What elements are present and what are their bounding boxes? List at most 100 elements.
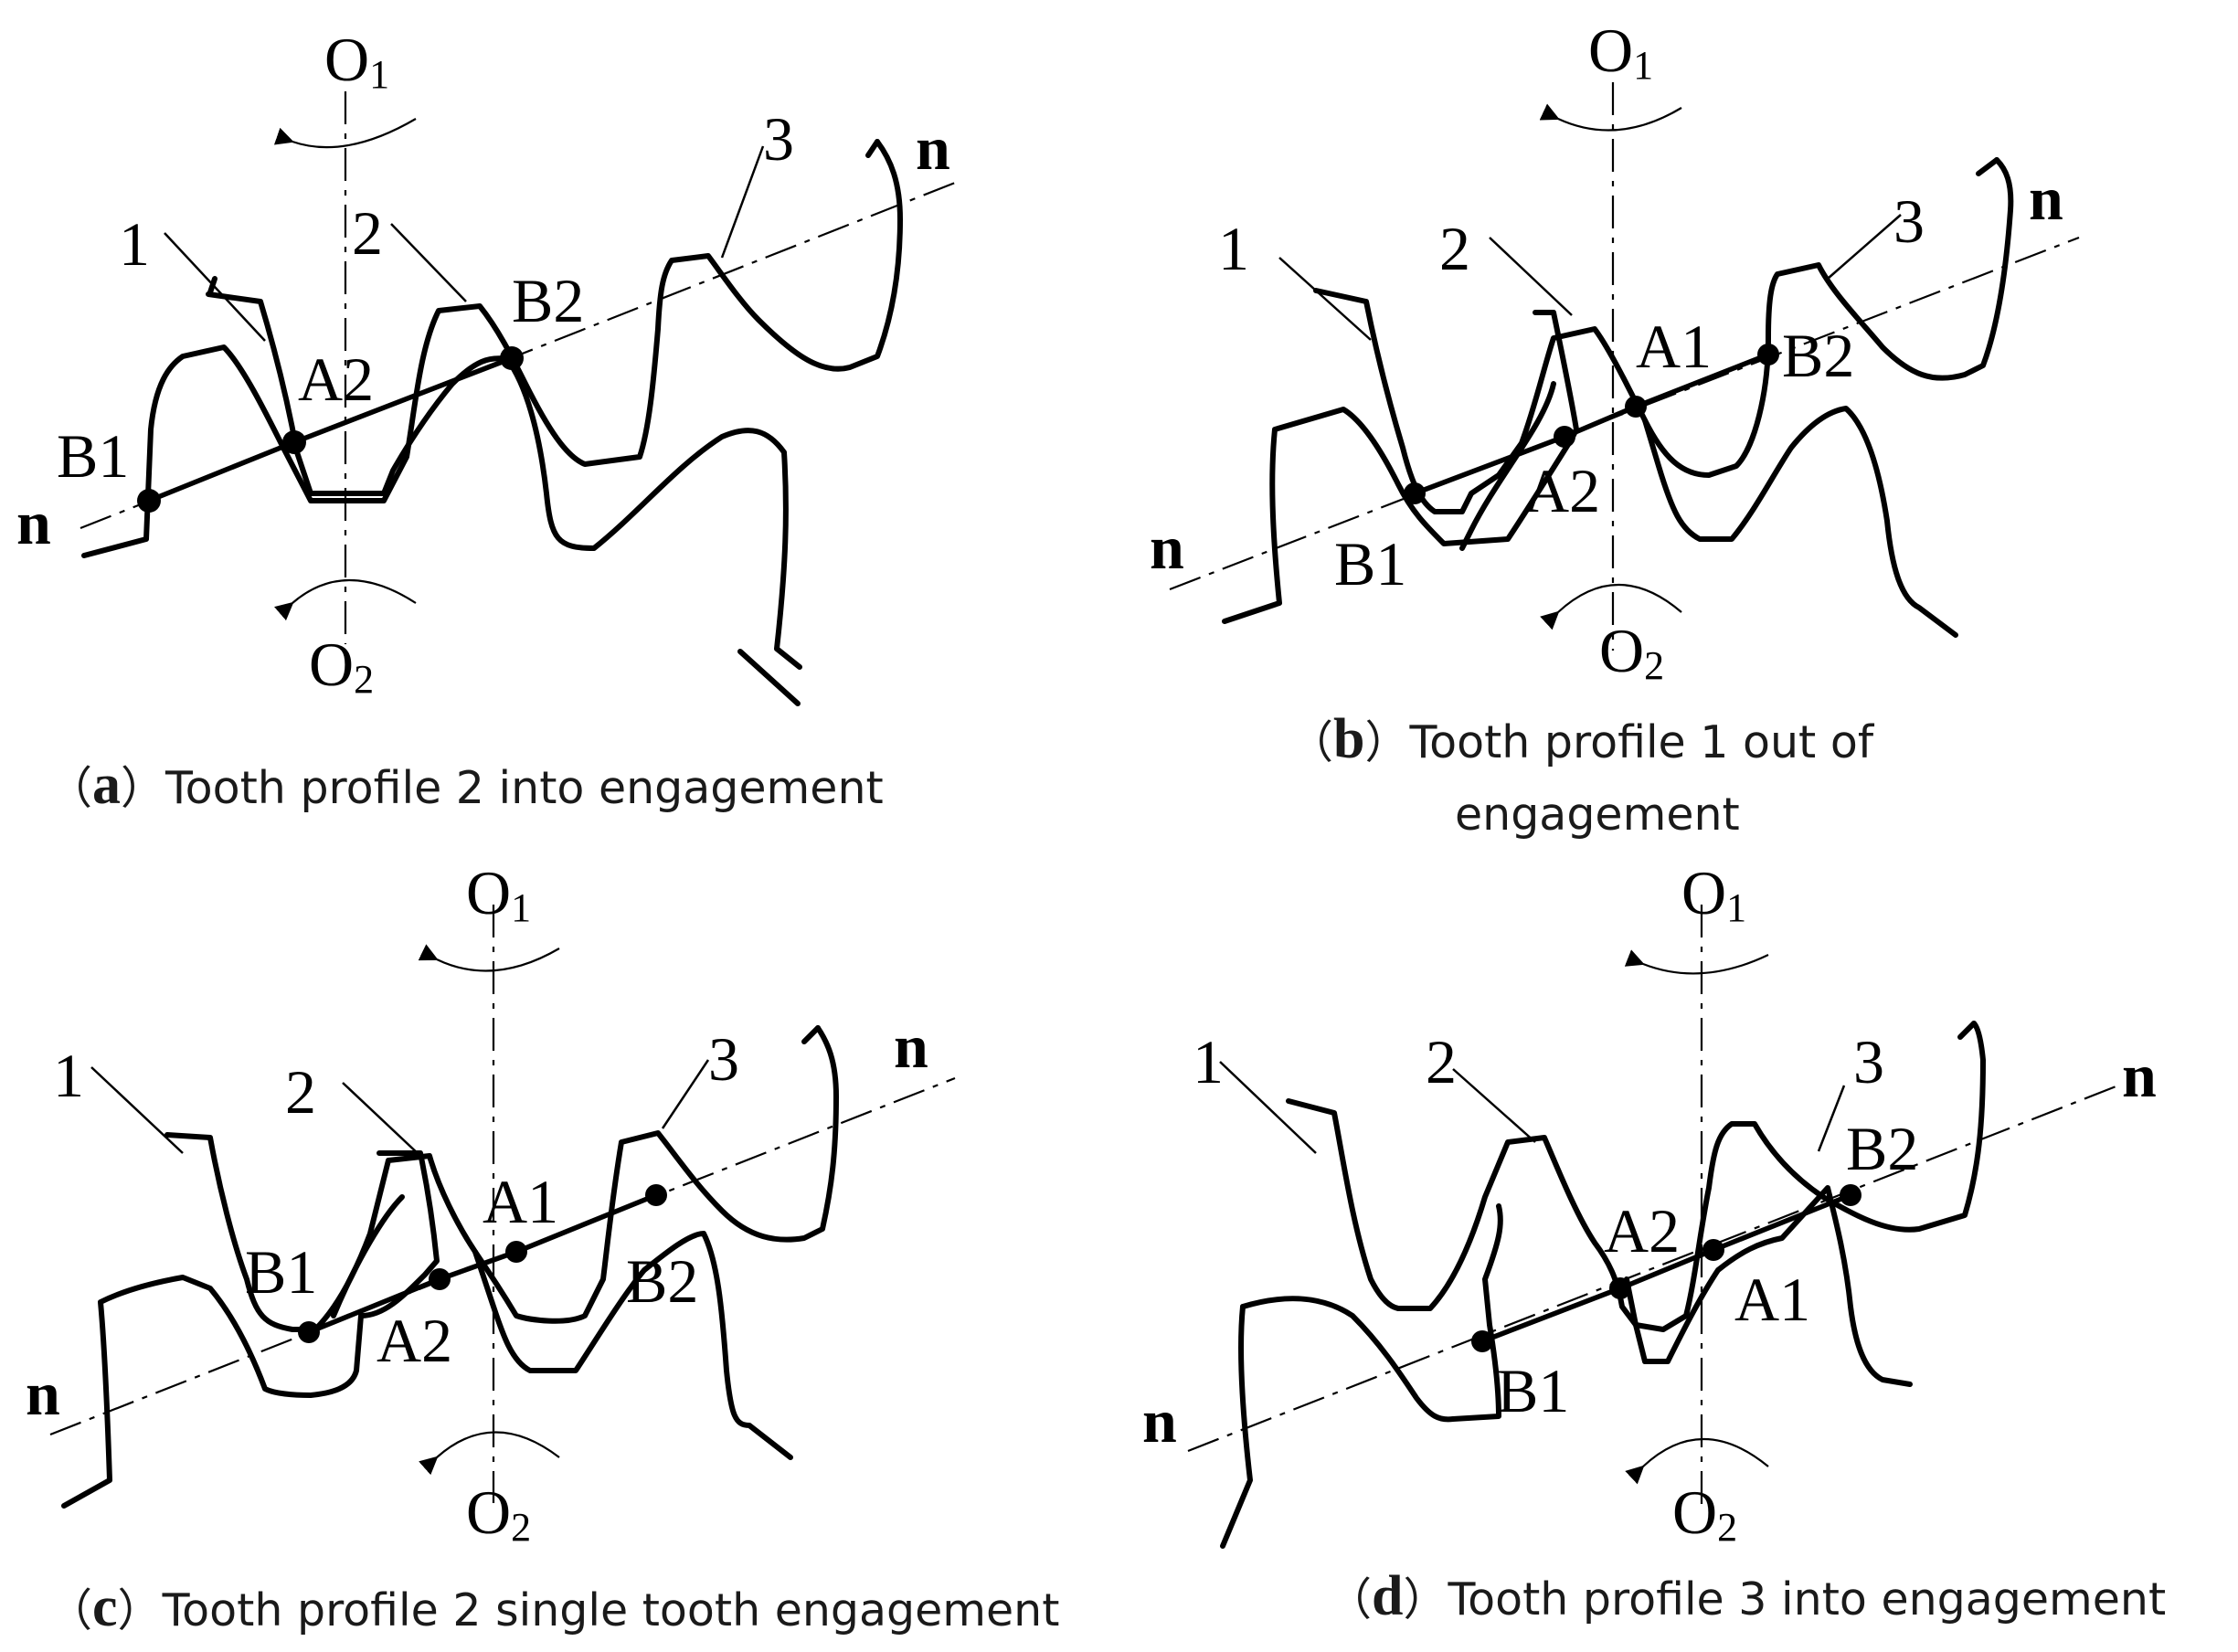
leader-2-a (390, 223, 467, 302)
leader-3-a (720, 145, 765, 259)
label-tooth-3-b: 3 (1893, 186, 1925, 256)
point-A1-b (1625, 396, 1647, 418)
label-O2-a: O2 (309, 630, 374, 702)
label-B1-a: B1 (57, 421, 129, 491)
label-O1-b: O1 (1588, 16, 1653, 88)
caption-c: （c）Tooth profile 2 single tooth engageme… (48, 1572, 1059, 1647)
caption-letter: b (1333, 708, 1365, 770)
label-n-left-d: n (1142, 1386, 1177, 1456)
leader-2-d (1452, 1068, 1536, 1143)
label-n-right-b: n (2029, 164, 2063, 233)
panel-a: O1 O2 n n 1 2 3 A2 B1 B2 (16, 25, 956, 706)
label-tooth-1-a: 1 (119, 209, 150, 279)
point-B1-a (137, 489, 161, 513)
label-tooth-3-c: 3 (708, 1024, 739, 1094)
caption-b: （b）Tooth profile 1 out of (1289, 704, 1873, 778)
caption-paren-close: ） (117, 1584, 163, 1636)
lower-gear-c (61, 1150, 793, 1509)
point-A2-a (282, 430, 306, 454)
label-n-right-d: n (2122, 1041, 2157, 1110)
label-B1-b: B1 (1334, 529, 1406, 598)
label-B1-d: B1 (1497, 1356, 1569, 1425)
point-A1-c (505, 1241, 527, 1263)
label-A1-d: A1 (1734, 1265, 1810, 1334)
label-n-right-c: n (894, 1011, 928, 1081)
panel-b: O1 O2 n n 1 2 3 A1 A2 B1 B2 (1150, 16, 2080, 688)
rotation-arrow-top-icon (1624, 949, 1769, 975)
label-A2-b: A2 (1524, 456, 1600, 525)
point-B2-b (1757, 344, 1779, 365)
contact-segment-b (1414, 352, 1770, 496)
leader-2-c (342, 1082, 421, 1157)
rotation-arrow-top-icon (273, 118, 417, 149)
label-tooth-3-d: 3 (1853, 1027, 1884, 1096)
caption-letter: d (1372, 1565, 1404, 1627)
label-n-right-a: n (916, 113, 950, 183)
point-A1-d (1702, 1239, 1724, 1261)
label-O2-c: O2 (466, 1477, 531, 1550)
caption-paren-open: （ (1289, 716, 1334, 768)
leader-1-a (164, 232, 266, 342)
rotation-arrow-bottom-icon (1540, 584, 1682, 630)
upper-gear-c (164, 1025, 839, 1332)
caption-a: （a）Tooth profile 2 into engagement (48, 749, 884, 824)
label-n-left-a: n (16, 488, 51, 557)
label-B2-b: B2 (1782, 321, 1854, 390)
caption-paren-open: （ (48, 762, 93, 814)
panel-c: O1 O2 n n 1 2 3 A1 A2 B1 B2 (26, 858, 956, 1550)
rotation-arrow-top-icon (418, 944, 560, 972)
label-B1-c: B1 (245, 1237, 317, 1307)
label-O1-d: O1 (1681, 858, 1746, 930)
label-tooth-1-c: 1 (53, 1041, 84, 1110)
contact-segment-d (1481, 1192, 1852, 1344)
caption-paren-close: ） (1364, 716, 1410, 768)
caption-text: Tooth profile 2 single tooth engagement (162, 1584, 1060, 1636)
line-of-action-n-c (49, 1076, 956, 1436)
label-B2-a: B2 (512, 266, 584, 335)
point-B2-d (1840, 1184, 1861, 1206)
label-A2-a: A2 (298, 344, 374, 414)
caption-d: （d）Tooth profile 3 into engagement (1327, 1561, 2166, 1636)
rotation-arrow-top-icon (1539, 103, 1682, 132)
leader-1-b (1278, 257, 1372, 341)
label-A1-b: A1 (1636, 312, 1712, 381)
center-axis-a (273, 91, 417, 644)
label-A1-c: A1 (483, 1167, 558, 1236)
label-A2-c: A2 (377, 1306, 452, 1375)
point-B2-c (645, 1184, 667, 1206)
leader-3-b (1827, 214, 1902, 280)
point-B1-b (1404, 482, 1426, 504)
label-O1-a: O1 (324, 25, 389, 97)
leader-3-c (661, 1059, 710, 1129)
caption-text: Tooth profile 2 into engagement (165, 762, 884, 814)
caption-paren-close: ） (121, 762, 166, 814)
line-of-action-n-b (1169, 236, 2080, 591)
leader-1-c (90, 1066, 184, 1154)
rotation-arrow-bottom-icon (274, 579, 417, 621)
label-O2-b: O2 (1599, 616, 1664, 688)
caption-text-line2: engagement (1455, 789, 1740, 841)
rotation-arrow-bottom-icon (419, 1431, 560, 1476)
label-n-left-b: n (1150, 513, 1184, 582)
caption-letter: c (92, 1576, 118, 1638)
point-A2-c (429, 1268, 451, 1290)
label-B2-d: B2 (1846, 1114, 1918, 1183)
leader-3-d (1817, 1085, 1846, 1152)
caption-paren-open: （ (48, 1584, 93, 1636)
caption-b-line2: engagement (1455, 779, 1740, 851)
upper-gear-a (81, 139, 903, 558)
contact-segment-c (307, 1192, 658, 1335)
point-B2-a (500, 346, 524, 370)
point-A2-d (1609, 1277, 1631, 1299)
panel-d: O1 O2 n n 1 2 3 A1 A2 B1 B2 (1142, 858, 2157, 1550)
label-tooth-1-b: 1 (1218, 214, 1249, 283)
caption-letter: a (92, 754, 122, 816)
leader-2-b (1489, 237, 1573, 316)
point-A2-b (1554, 426, 1575, 448)
label-tooth-2-c: 2 (285, 1057, 316, 1127)
label-tooth-3-a: 3 (763, 104, 794, 174)
caption-text: Tooth profile 3 into engagement (1448, 1573, 2167, 1626)
label-A2-d: A2 (1604, 1196, 1680, 1265)
upper-gear-d (1286, 1021, 1986, 1332)
caption-paren-open: （ (1327, 1573, 1373, 1626)
